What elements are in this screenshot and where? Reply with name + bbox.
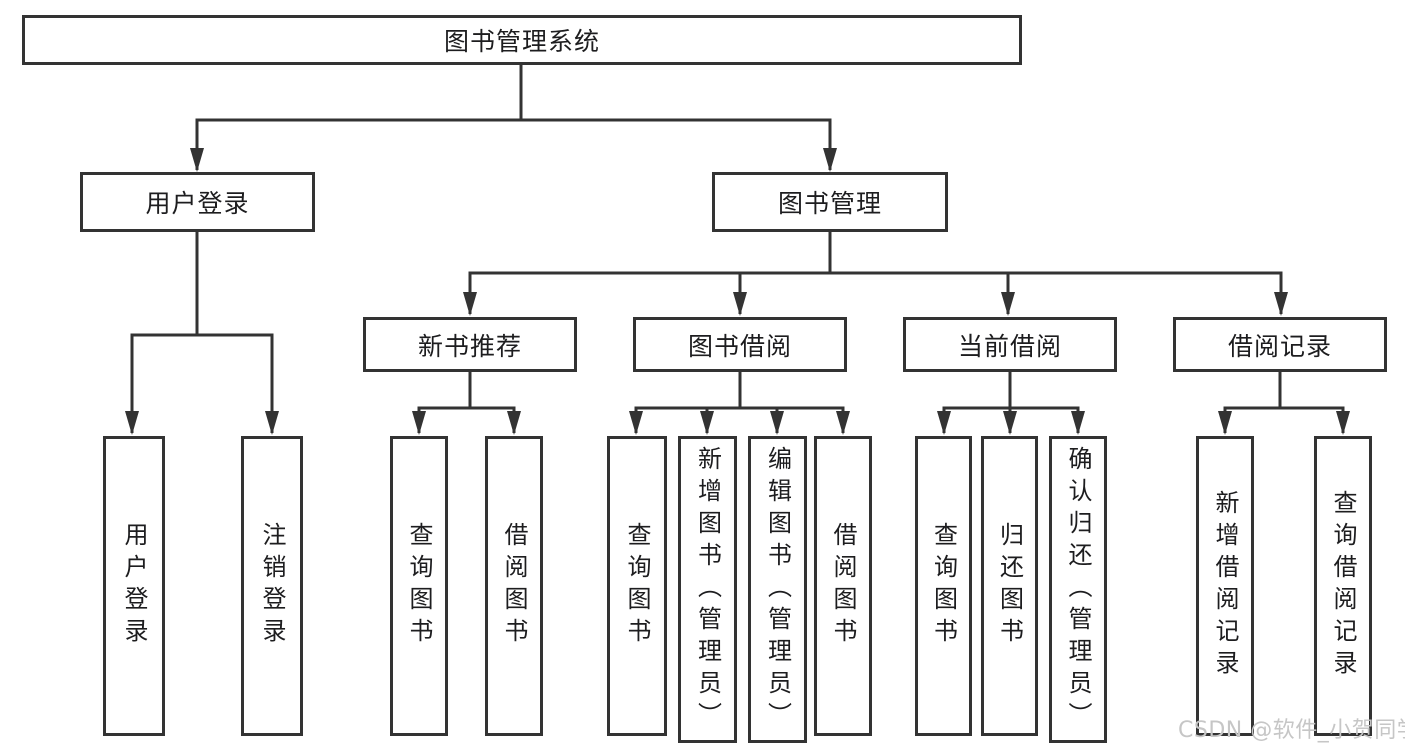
node-borrowing-records: 借阅记录	[1173, 317, 1387, 372]
leaf-label: 查询图书	[405, 522, 433, 650]
node-label: 图书管理	[777, 189, 882, 218]
leaf-label: 查询图书	[929, 522, 958, 650]
node-book-borrowing: 图书借阅	[633, 317, 847, 372]
csdn-watermark: CSDN @软件_小贺同学	[1178, 718, 1405, 743]
node-label: 图书管理系统	[443, 27, 600, 56]
leaf-label: 新增借阅记录	[1211, 490, 1239, 682]
leaf-current-return-books: 归还图书	[981, 436, 1038, 736]
leaf-label: 归还图书	[995, 522, 1024, 650]
leaf-borrowing-edit-books-admin: 编辑图书（管理员）	[748, 436, 807, 743]
leaf-label: 查询借阅记录	[1329, 490, 1357, 682]
node-new-book-recommend: 新书推荐	[363, 317, 577, 372]
leaf-logout: 注销登录	[241, 436, 303, 736]
node-current-borrowing: 当前借阅	[903, 317, 1117, 372]
node-label: 新书推荐	[417, 331, 522, 361]
leaf-label: 借阅图书	[829, 522, 857, 650]
leaf-label: 注销登录	[258, 522, 286, 650]
leaf-borrowing-add-books-admin: 新增图书（管理员）	[678, 436, 737, 743]
node-book-management: 图书管理	[712, 172, 948, 232]
node-root-library-system: 图书管理系统	[22, 15, 1022, 65]
node-label: 用户登录	[145, 189, 250, 218]
node-label: 图书借阅	[687, 331, 792, 361]
leaf-current-query-books: 查询图书	[915, 436, 972, 736]
leaf-label: 借阅图书	[500, 522, 528, 650]
leaf-label: 新增图书（管理员）	[693, 445, 722, 734]
leaf-label: 用户登录	[120, 522, 148, 650]
node-user-login: 用户登录	[80, 172, 315, 232]
leaf-records-query-record: 查询借阅记录	[1314, 436, 1372, 736]
leaf-recommend-borrow-books: 借阅图书	[485, 436, 543, 736]
tree-trunk-lines	[130, 65, 1345, 410]
arrow-connectors	[125, 118, 1350, 435]
node-label: 当前借阅	[957, 331, 1062, 361]
leaf-recommend-query-books: 查询图书	[390, 436, 448, 736]
leaf-current-confirm-return-admin: 确认归还（管理员）	[1049, 436, 1107, 743]
leaf-label: 确认归还（管理员）	[1064, 445, 1092, 734]
leaf-label: 查询图书	[623, 522, 651, 650]
leaf-label: 编辑图书（管理员）	[763, 445, 792, 734]
leaf-user-login: 用户登录	[103, 436, 165, 736]
leaf-borrowing-borrow-books: 借阅图书	[814, 436, 872, 736]
leaf-records-add-record: 新增借阅记录	[1196, 436, 1254, 736]
node-label: 借阅记录	[1227, 331, 1332, 361]
leaf-borrowing-query-books: 查询图书	[607, 436, 667, 736]
